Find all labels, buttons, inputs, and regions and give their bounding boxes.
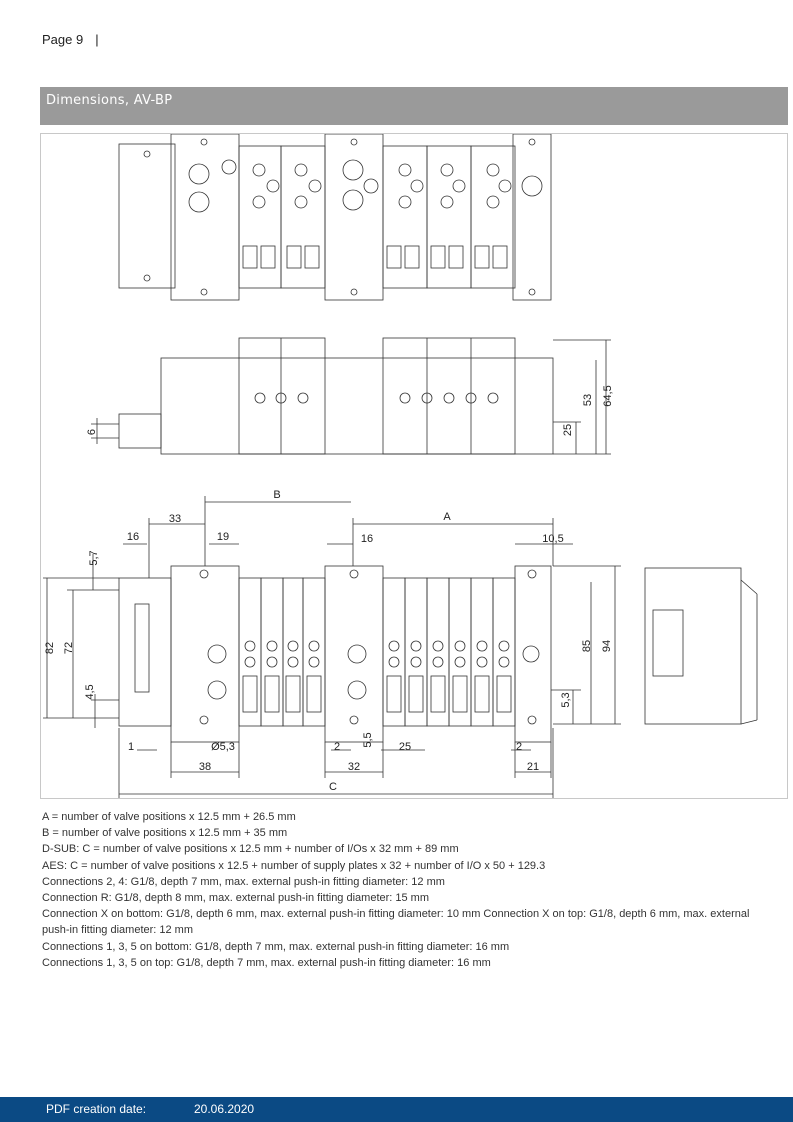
note-line: AES: C = number of valve positions x 12.… (42, 859, 546, 872)
dim-85: 85 (581, 640, 593, 652)
dim-a: A (443, 511, 451, 523)
front-view-connector (118, 413, 162, 449)
top-end-plate-right (512, 134, 552, 301)
dim-c: C (329, 781, 337, 793)
dim-dia-5-3: Ø5,3 (211, 741, 235, 753)
dim-2-mid: 2 (334, 741, 340, 753)
dim-16-left: 16 (127, 531, 139, 543)
dim-38: 38 (199, 761, 211, 773)
dimension-drawing: B A C 33 16 19 16 10,5 5,7 82 72 4,5 85 … (40, 133, 788, 799)
dim-32: 32 (348, 761, 360, 773)
note-line: Connection X on bottom: G1/8, depth 6 mm… (42, 908, 750, 937)
bottom-supply-plate-mid (324, 565, 384, 743)
note-line: B = number of valve positions x 12.5 mm … (42, 827, 288, 840)
dim-4-5: 4,5 (84, 684, 96, 699)
dim-5-7: 5,7 (88, 550, 100, 565)
dim-21: 21 (527, 761, 539, 773)
dim-1: 1 (128, 741, 134, 753)
dim-b: B (273, 489, 280, 501)
dim-10-5: 10,5 (542, 533, 563, 545)
footer-bar: PDF creation date: 20.06.2020 (0, 1097, 793, 1122)
dim-72: 72 (63, 642, 75, 654)
dim-25-side: 25 (562, 424, 574, 436)
dim-16-mid: 16 (361, 533, 373, 545)
dim-19: 19 (217, 531, 229, 543)
dim-94: 94 (601, 640, 613, 652)
section-title-bar: Dimensions, AV-BP (40, 87, 788, 125)
dim-33: 33 (169, 513, 181, 525)
top-supply-plate-left (170, 134, 240, 301)
note-line: D-SUB: C = number of valve positions x 1… (42, 843, 459, 856)
dim-64-5: 64,5 (602, 385, 614, 406)
page-header: Page 9 | (42, 32, 99, 47)
dim-25: 25 (399, 741, 411, 753)
top-end-plate-left (118, 143, 176, 289)
technical-drawing: B A C 33 16 19 16 10,5 5,7 82 72 4,5 85 … (43, 134, 758, 798)
dimension-notes: A = number of valve positions x 12.5 mm … (42, 809, 752, 971)
bottom-supply-plate-left (170, 565, 240, 743)
dim-2-right: 2 (516, 741, 522, 753)
dim-53: 53 (582, 394, 594, 406)
creation-date-label: PDF creation date: (46, 1102, 147, 1116)
dim-5-3: 5,3 (560, 692, 572, 707)
note-line: Connections 1, 3, 5 on bottom: G1/8, dep… (42, 940, 510, 953)
dim-6: 6 (86, 429, 98, 435)
right-side-view (644, 567, 742, 725)
front-view-body (160, 357, 554, 455)
dim-82: 82 (44, 642, 56, 654)
dsub-connector (134, 603, 150, 693)
top-valve-2 (280, 145, 326, 289)
top-supply-plate-mid (324, 134, 384, 301)
note-line: Connection R: G1/8, depth 8 mm, max. ext… (42, 892, 430, 905)
note-line: A = number of valve positions x 12.5 mm … (42, 811, 296, 823)
bottom-end-plate-right (514, 565, 552, 743)
header-separator: | (95, 32, 99, 47)
section-title: Dimensions, AV-BP (46, 93, 173, 108)
creation-date-value: 20.06.2020 (194, 1102, 255, 1116)
note-line: Connections 2, 4: G1/8, depth 7 mm, max.… (42, 875, 445, 888)
dim-5-5: 5,5 (362, 732, 374, 747)
bottom-end-plate-left (118, 577, 172, 727)
top-valve-5 (470, 145, 516, 289)
page-number: Page 9 (42, 32, 84, 47)
note-line: Connections 1, 3, 5 on top: G1/8, depth … (42, 956, 491, 969)
